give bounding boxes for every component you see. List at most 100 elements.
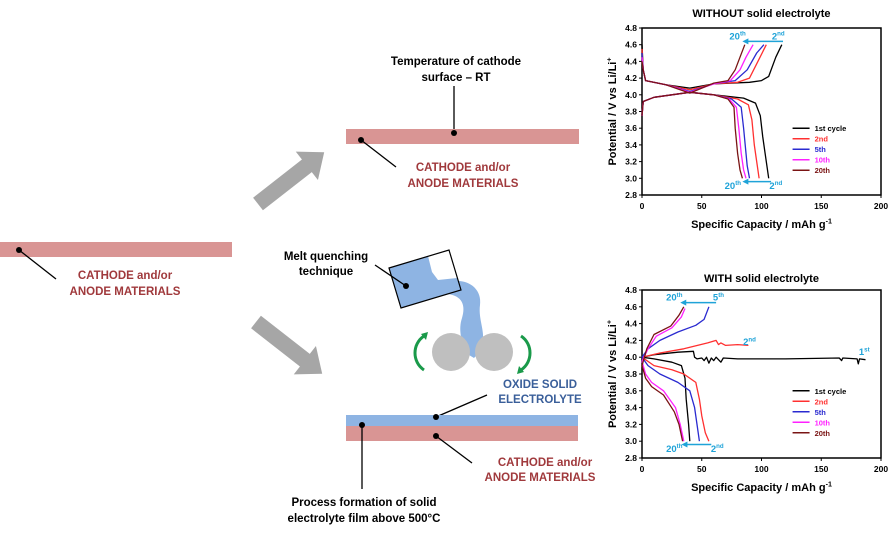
x-tick-label: 150 (814, 201, 828, 211)
cycle-annotation: 2nd (743, 336, 756, 348)
y-tick-label: 3.0 (625, 173, 637, 183)
series-line-1st-cycle-charge (641, 44, 783, 89)
cycle-annotation: 20th (666, 292, 683, 304)
cycle-annotation: 5th (713, 292, 724, 304)
legend-label: 5th (815, 145, 827, 154)
left-cathode-layer (0, 242, 232, 257)
y-tick-label: 4.0 (625, 90, 637, 100)
legend-label: 1st cycle (815, 124, 847, 133)
top-layer-label-1: CATHODE and/or (416, 162, 511, 174)
series-line-20th-discharge (641, 91, 744, 179)
roller-icon-left (432, 333, 470, 371)
cycle-arrowhead (680, 299, 687, 306)
cycle-annotation: 20th (725, 180, 742, 192)
series-line-20th-charge (641, 306, 685, 366)
left-leader-dot (16, 247, 22, 253)
cycle-annotation: 2nd (769, 180, 782, 192)
series-line-2nd-discharge (641, 356, 710, 442)
temperature-leader-dot (451, 130, 457, 136)
x-tick-label: 150 (814, 464, 828, 474)
series-line-1st-cycle-discharge (641, 356, 691, 442)
y-tick-label: 4.0 (625, 352, 637, 362)
y-axis-label: Potential / V vs Li/Li+ (606, 57, 619, 165)
series-line-10th-charge (641, 44, 754, 93)
x-tick-label: 0 (640, 201, 645, 211)
y-tick-label: 4.4 (625, 56, 637, 66)
rotation-arrow-icon-right (517, 334, 532, 374)
x-tick-label: 50 (697, 464, 707, 474)
cycle-arrowhead (742, 178, 749, 185)
technique-leader-dot (403, 283, 409, 289)
left-leader-line (18, 249, 57, 280)
y-tick-label: 4.6 (625, 302, 637, 312)
y-tick-label: 4.2 (625, 73, 637, 83)
process-label-2: electrolyte film above 500°C (288, 513, 441, 525)
gray-block-arrow-icon-down (251, 315, 323, 375)
legend-label: 2nd (815, 397, 829, 406)
bottom-layer-label-2: ANODE MATERIALS (485, 472, 596, 484)
electrolyte-leader-dot (433, 414, 439, 420)
x-tick-label: 100 (754, 201, 768, 211)
series-line-20th-charge (641, 44, 746, 94)
gray-block-arrow-icon-up (253, 151, 325, 211)
series-line-2nd-discharge (641, 91, 760, 179)
x-axis-label: Specific Capacity / mAh g-1 (691, 218, 832, 231)
rotation-arrow-icon-left (413, 332, 428, 372)
x-tick-label: 100 (754, 464, 768, 474)
electrolyte-leader-line (435, 394, 488, 418)
technique-leader-line (374, 264, 407, 287)
y-tick-label: 3.4 (625, 140, 637, 150)
left-layer-label-2: ANODE MATERIALS (70, 286, 181, 298)
y-tick-label: 3.8 (625, 369, 637, 379)
y-tick-label: 3.0 (625, 436, 637, 446)
x-axis-label: Specific Capacity / mAh g-1 (691, 481, 832, 494)
left-layer-label-1: CATHODE and/or (78, 270, 173, 282)
y-tick-label: 4.4 (625, 319, 637, 329)
y-tick-label: 4.8 (625, 23, 637, 33)
series-line-10th-discharge (641, 91, 747, 179)
chart-with-electrolyte: WITH solid electrolyte2.83.03.23.43.63.8… (606, 273, 889, 494)
cycle-annotation: 20th (666, 443, 683, 455)
series-line-2nd-charge (641, 44, 767, 91)
electrolyte-label-2: ELECTROLYTE (498, 394, 582, 406)
cycle-annotation: 20th (729, 31, 746, 43)
series-line-5th-discharge (641, 356, 701, 442)
series-line-2nd-charge (641, 339, 749, 358)
temperature-label-1: Temperature of cathode (391, 56, 521, 68)
legend-label: 10th (815, 418, 831, 427)
legend-label: 10th (815, 156, 831, 165)
cycle-annotation: 2nd (772, 31, 785, 43)
series-line-1st-cycle-charge (641, 350, 866, 365)
y-tick-label: 3.6 (625, 123, 637, 133)
x-tick-label: 50 (697, 201, 707, 211)
temperature-label-2: surface – RT (421, 72, 490, 84)
legend-label: 2nd (815, 135, 829, 144)
bottom-layer-label-1: CATHODE and/or (498, 457, 593, 469)
series-line-10th-charge (641, 308, 686, 362)
legend-label: 20th (815, 429, 831, 438)
technique-label-2: technique (299, 266, 353, 278)
series-line-1st-cycle-discharge (641, 91, 770, 179)
y-tick-label: 3.6 (625, 386, 637, 396)
cycle-arrowhead (681, 441, 688, 448)
top-layer-leader-line (360, 139, 397, 168)
y-tick-label: 2.8 (625, 190, 637, 200)
chart-without-electrolyte: WITHOUT solid electrolyte2.83.03.23.43.6… (606, 8, 889, 231)
oxide-electrolyte-layer (346, 415, 578, 426)
top-layer-label-2: ANODE MATERIALS (408, 178, 519, 190)
legend-label: 1st cycle (815, 387, 847, 396)
legend-label: 5th (815, 408, 827, 417)
y-tick-label: 2.8 (625, 453, 637, 463)
y-tick-label: 4.2 (625, 335, 637, 345)
technique-label-1: Melt quenching (284, 251, 368, 263)
x-tick-label: 0 (640, 464, 645, 474)
cycle-annotation: 2nd (711, 443, 724, 455)
crucible-icon (388, 249, 484, 358)
series-line-5th-discharge (641, 91, 751, 179)
bottom-cathode-layer (346, 426, 578, 441)
y-tick-label: 3.2 (625, 419, 637, 429)
y-tick-label: 3.4 (625, 403, 637, 413)
cycle-annotation: 1st (859, 346, 870, 358)
legend-label: 20th (815, 166, 831, 175)
